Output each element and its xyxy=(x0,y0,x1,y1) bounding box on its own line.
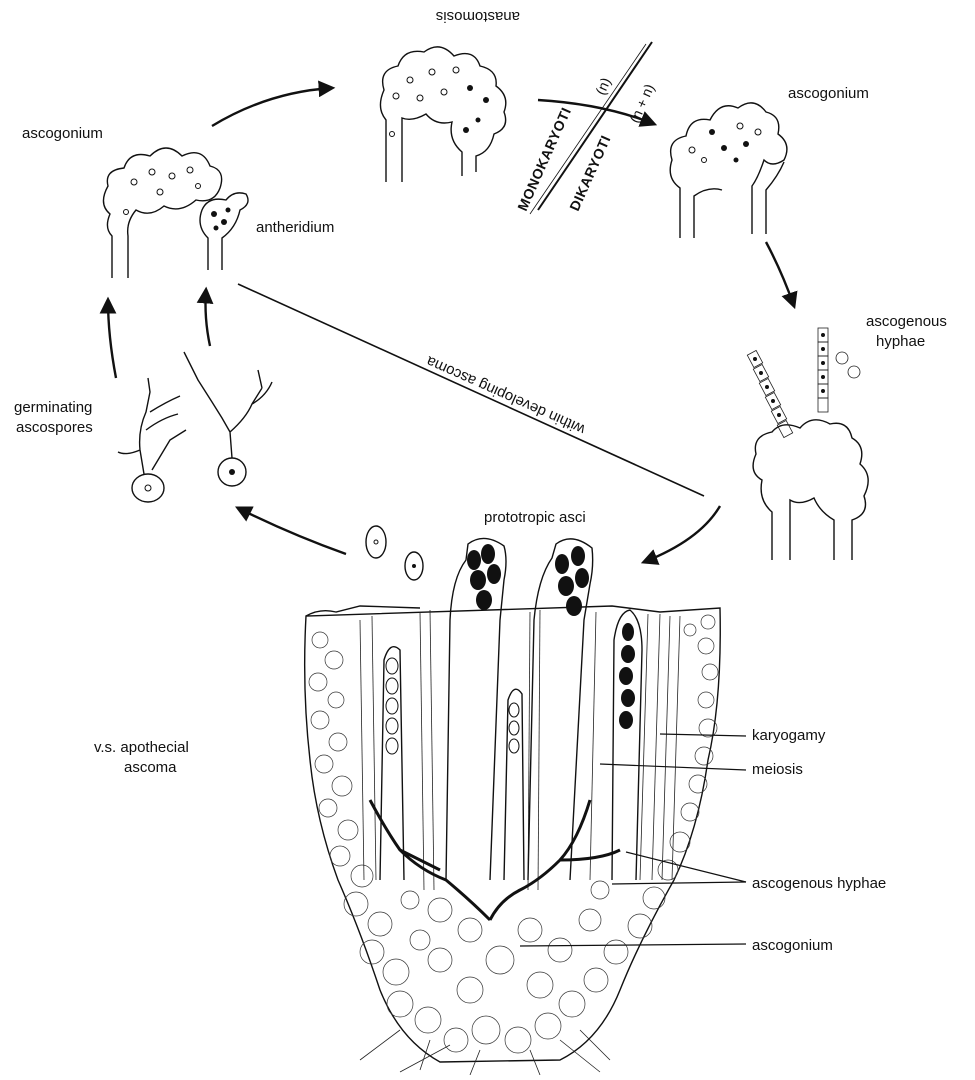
label-karyogamy: karyogamy xyxy=(752,727,826,744)
label-antheridium: antheridium xyxy=(256,219,334,236)
label-vs-apothecial: v.s. apothecial xyxy=(94,739,189,756)
label-ascogenous-hyphae-top-1: ascogenous xyxy=(866,313,947,330)
label-germinating-2: ascospores xyxy=(16,419,93,436)
label-prototropic-asci: prototropic asci xyxy=(484,509,586,526)
apothecial-ascoma-section xyxy=(305,538,721,1075)
label-within-developing-ascoma: within developing ascoma xyxy=(423,352,588,438)
anastomosis-figure xyxy=(380,47,505,182)
arrow-up-right xyxy=(206,290,211,346)
released-spores xyxy=(366,526,423,580)
label-monokaryotic: MONOKARYOTI xyxy=(514,105,574,213)
label-germinating-1: germinating xyxy=(14,399,92,416)
label-dikaryotic: DIKARYOTI xyxy=(566,133,614,213)
label-ascogenous-hyphae-bottom: ascogenous hyphae xyxy=(752,875,886,892)
label-anastomosis: anastomosis xyxy=(436,8,520,25)
label-ploidy-n-n: (n + n) xyxy=(626,81,657,125)
label-meiosis: meiosis xyxy=(752,761,803,778)
callout-lines xyxy=(520,734,746,946)
label-ascogonium-right: ascogonium xyxy=(788,85,869,102)
arrow-to-ascoma xyxy=(644,506,720,562)
label-ploidy-n: (n) xyxy=(592,75,614,97)
arrow-up-left xyxy=(108,300,116,378)
ascogenous-hyphae-figure xyxy=(747,328,868,560)
label-ascoma: ascoma xyxy=(124,759,177,776)
arrow-to-anastomosis xyxy=(212,88,332,126)
arrow-to-germinating xyxy=(238,508,346,554)
ascogonium-dikaryotic-figure xyxy=(670,103,787,238)
label-ascogonium-bottom: ascogonium xyxy=(752,937,833,954)
ascogonium-antheridium-figure xyxy=(103,148,248,278)
arrow-to-ascogenous-hyphae xyxy=(766,242,794,306)
label-ascogonium-left: ascogonium xyxy=(22,125,103,142)
germinating-ascospores-figure xyxy=(118,352,272,502)
label-ascogenous-hyphae-top-2: hyphae xyxy=(876,333,925,350)
